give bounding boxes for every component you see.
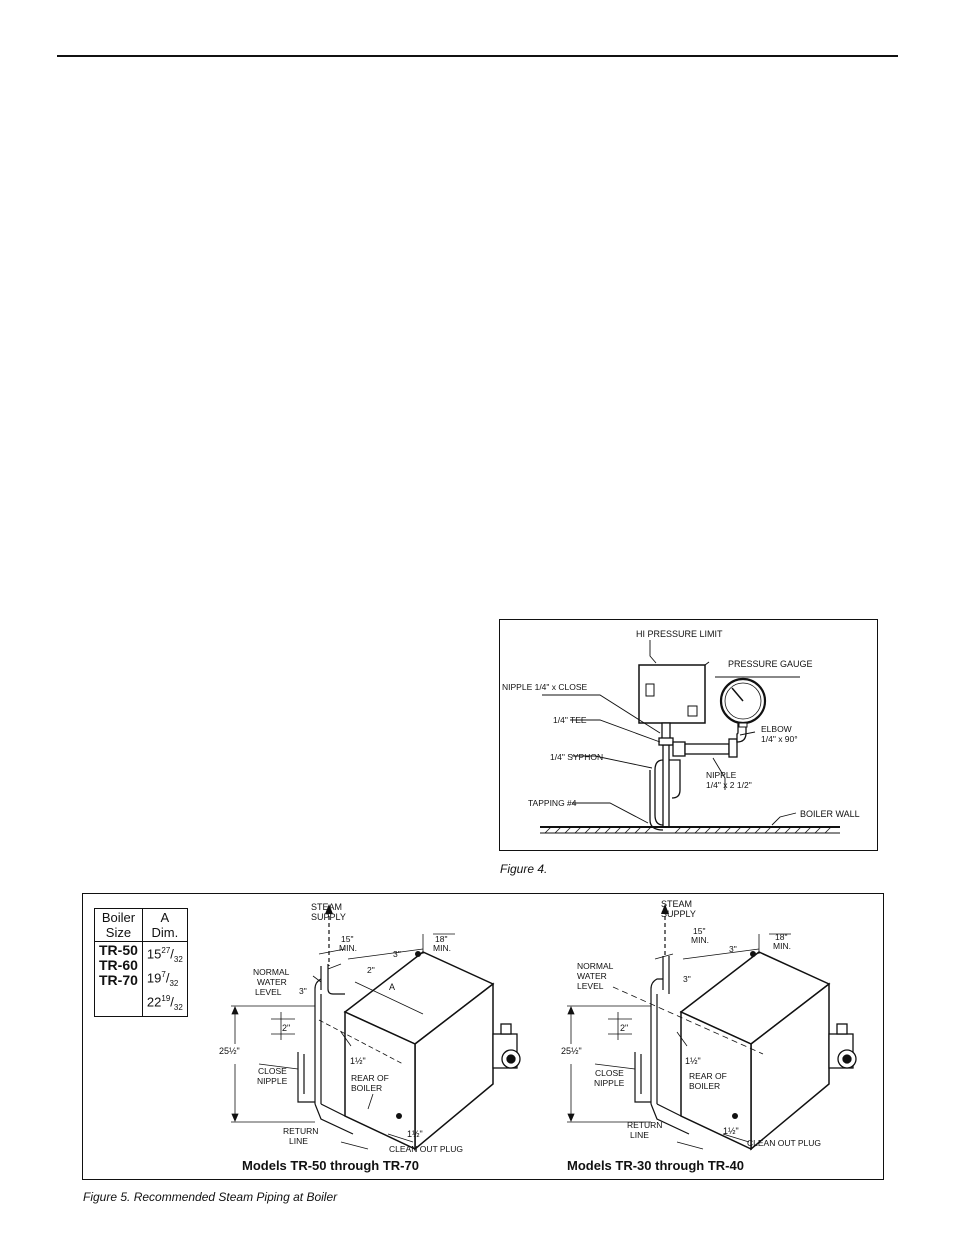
figure-4-frame: HI PRESSURE LIMIT PRESSURE GAUGE NIPPLE … bbox=[499, 619, 878, 851]
label-15: 15" bbox=[693, 926, 705, 936]
dim-value: 1527/32 bbox=[146, 946, 183, 964]
header-rule bbox=[57, 55, 898, 57]
label-1-5-lower: 1½" bbox=[407, 1129, 423, 1139]
label-rear-of: REAR OF bbox=[351, 1073, 389, 1083]
tapping-dot bbox=[750, 951, 756, 957]
boiler-wall bbox=[540, 826, 840, 834]
figure-5-drawing: STEAM SUPPLY 15" MIN. 18" MIN. 3" 2" 3" … bbox=[219, 899, 857, 1173]
label-elbow-size: 1/4" x 90° bbox=[761, 734, 798, 744]
figure-4-caption: Figure 4. bbox=[500, 862, 548, 876]
label-supply: SUPPLY bbox=[311, 912, 346, 922]
label-pressure-gauge: PRESSURE GAUGE bbox=[728, 659, 813, 669]
label-a: A bbox=[389, 982, 395, 992]
label-1-5-upper: 1½" bbox=[350, 1056, 366, 1066]
model-name: TR-50 bbox=[99, 942, 138, 958]
label-18-min: MIN. bbox=[773, 941, 791, 951]
right-model-title: Models TR-30 through TR-40 bbox=[567, 1158, 744, 1173]
leader-lines bbox=[542, 640, 800, 826]
label-boiler: BOILER bbox=[689, 1081, 720, 1091]
burner-valve bbox=[492, 1023, 521, 1069]
label-close: CLOSE bbox=[258, 1066, 287, 1076]
figure-4-drawing: HI PRESSURE LIMIT PRESSURE GAUGE NIPPLE … bbox=[502, 629, 860, 834]
clean-out-dot bbox=[396, 1113, 402, 1119]
label-steam: STEAM bbox=[661, 899, 692, 909]
left-model-title: Models TR-50 through TR-70 bbox=[242, 1158, 419, 1173]
label-15: 15" bbox=[341, 934, 353, 944]
label-1-5-upper: 1½" bbox=[685, 1056, 701, 1066]
label-hi-pressure-limit: HI PRESSURE LIMIT bbox=[636, 629, 723, 639]
label-height: 25½" bbox=[219, 1046, 240, 1056]
leader-lines bbox=[258, 975, 414, 1150]
label-boiler-wall: BOILER WALL bbox=[800, 809, 860, 819]
label-2-left: 2" bbox=[620, 1023, 628, 1033]
label-syphon: 1/4" SYPHON bbox=[550, 752, 603, 762]
label-18: 18" bbox=[435, 934, 447, 944]
pressure-gauge bbox=[719, 677, 767, 728]
label-close: CLOSE bbox=[595, 1068, 624, 1078]
label-clean-out: CLEAN OUT PLUG bbox=[747, 1138, 821, 1148]
label-2-top: 2" bbox=[367, 965, 375, 975]
label-line: LINE bbox=[630, 1130, 649, 1140]
hi-pressure-limit-control bbox=[638, 661, 710, 724]
label-nipple: NIPPLE bbox=[594, 1078, 625, 1088]
label-level: LEVEL bbox=[577, 981, 604, 991]
boiler-box bbox=[343, 951, 495, 1151]
label-boiler: BOILER bbox=[351, 1083, 382, 1093]
leader-lines bbox=[594, 1031, 750, 1150]
steam-arrow bbox=[661, 904, 669, 914]
dim-value: 2219/32 bbox=[146, 993, 183, 1012]
label-normal: NORMAL bbox=[253, 967, 290, 977]
right-boiler-diagram: STEAM SUPPLY 15" MIN. 18" MIN. 3" 3" NOR… bbox=[561, 899, 857, 1173]
label-rear-of: REAR OF bbox=[689, 1071, 727, 1081]
label-2-left: 2" bbox=[282, 1023, 290, 1033]
label-return: RETURN bbox=[283, 1126, 318, 1136]
nipple-and-elbow bbox=[672, 723, 747, 758]
label-supply: SUPPLY bbox=[661, 909, 696, 919]
label-nipple-close: NIPPLE 1/4" x CLOSE bbox=[502, 682, 588, 692]
dimension-lines bbox=[231, 933, 455, 1123]
burner-valve bbox=[828, 1023, 857, 1069]
label-height: 25½" bbox=[561, 1046, 582, 1056]
label-3-top: 3" bbox=[393, 949, 401, 959]
label-normal: NORMAL bbox=[577, 961, 614, 971]
label-1-5-lower: 1½" bbox=[723, 1126, 739, 1136]
label-3-top: 3" bbox=[729, 944, 737, 954]
clean-out-dot bbox=[732, 1113, 738, 1119]
label-15-min: MIN. bbox=[691, 935, 709, 945]
label-tee: 1/4" TEE bbox=[553, 715, 587, 725]
label-steam: STEAM bbox=[311, 902, 342, 912]
model-name: TR-70 bbox=[99, 972, 138, 988]
label-15-min: MIN. bbox=[339, 943, 357, 953]
steam-arrow bbox=[325, 904, 333, 914]
label-tapping: TAPPING #4 bbox=[528, 798, 577, 808]
label-18: 18" bbox=[775, 932, 787, 942]
figure-5-caption: Figure 5. Recommended Steam Piping at Bo… bbox=[83, 1190, 338, 1204]
table-row: TR-50 TR-60 TR-70 1527/32 197/32 2219/32 bbox=[94, 941, 188, 1017]
model-name: TR-60 bbox=[99, 957, 138, 973]
label-nipple: NIPPLE bbox=[706, 770, 737, 780]
label-nipple-size: 1/4" x 2 1/2" bbox=[706, 780, 752, 790]
label-3-side: 3" bbox=[683, 974, 691, 984]
tee-and-syphon bbox=[649, 722, 681, 831]
label-water: WATER bbox=[577, 971, 607, 981]
dimension-lines bbox=[567, 933, 791, 1123]
label-18-min: MIN. bbox=[433, 943, 451, 953]
label-3-side: 3" bbox=[299, 986, 307, 996]
label-clean-out: CLEAN OUT PLUG bbox=[389, 1144, 463, 1154]
label-level: LEVEL bbox=[255, 987, 282, 997]
tapping-dot bbox=[415, 951, 421, 957]
label-nipple: NIPPLE bbox=[257, 1076, 288, 1086]
label-elbow: ELBOW bbox=[761, 724, 792, 734]
steam-piping bbox=[297, 909, 354, 1135]
label-return: RETURN bbox=[627, 1120, 662, 1130]
label-water: WATER bbox=[257, 977, 287, 987]
label-line: LINE bbox=[289, 1136, 308, 1146]
dim-value: 197/32 bbox=[146, 969, 179, 988]
left-boiler-diagram: STEAM SUPPLY 15" MIN. 18" MIN. 3" 2" 3" … bbox=[219, 902, 521, 1173]
